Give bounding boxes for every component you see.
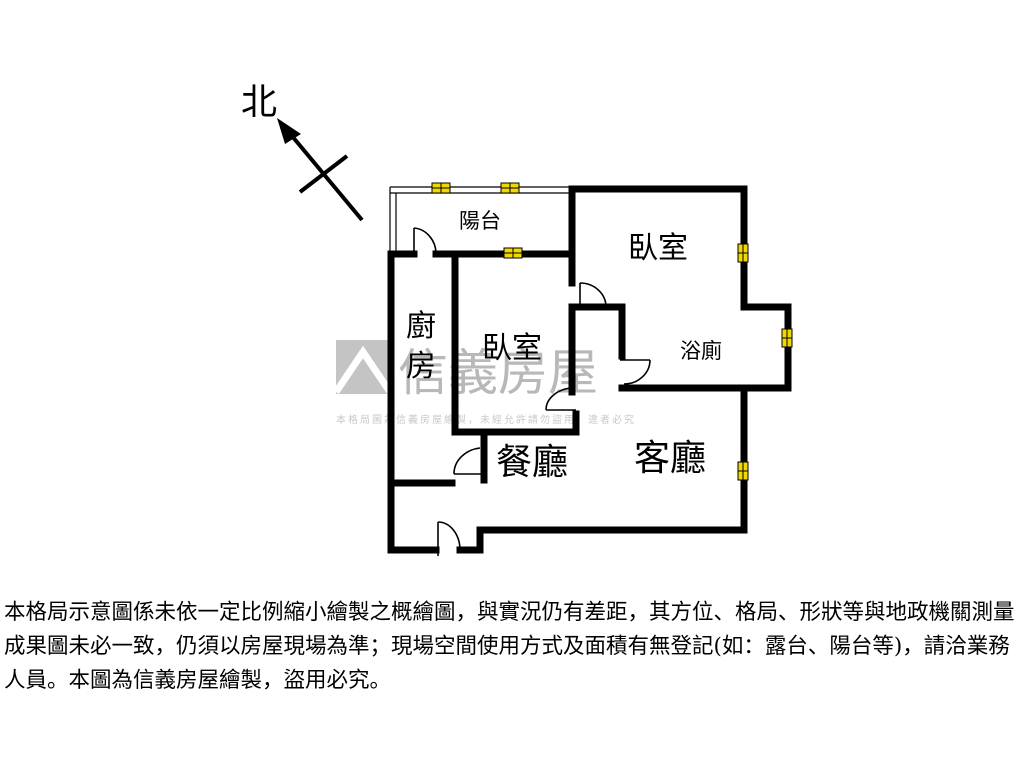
window-living <box>737 461 749 481</box>
watermark-brand: 信義房屋 <box>398 344 598 402</box>
door-bedroom-2 <box>545 387 576 411</box>
compass-crossbar <box>298 154 349 194</box>
north-label: 北 <box>241 82 277 123</box>
room-label-bathroom: 浴廁 <box>680 339 722 363</box>
floor-plan: 信義房屋 本格局圖為信義房屋繪製，未經允許請勿盜用，違者必究 北 <box>241 82 793 556</box>
watermark: 信義房屋 本格局圖為信義房屋繪製，未經允許請勿盜用，違者必究 <box>333 340 636 426</box>
windows <box>431 182 793 481</box>
door-entrance <box>437 521 461 556</box>
door-kitchen <box>453 447 484 475</box>
door-bathroom <box>620 359 651 385</box>
window-bathroom <box>781 328 793 348</box>
room-label-living: 客廳 <box>634 438 706 479</box>
door-bedroom-1 <box>579 282 607 308</box>
room-label-dining: 餐廳 <box>496 442 568 483</box>
window-bedroom-2-top <box>503 247 523 259</box>
doors <box>413 227 651 556</box>
room-label-balcony: 陽台 <box>459 209 501 233</box>
window-balcony-2 <box>500 182 520 194</box>
room-label-kitchen-1: 廚 <box>406 309 436 344</box>
north-compass: 北 <box>241 82 364 222</box>
north-arrow-icon <box>277 118 301 144</box>
window-balcony-1 <box>431 182 451 194</box>
door-balcony <box>413 227 437 255</box>
room-label-bedroom-2: 臥室 <box>482 331 542 366</box>
balcony-railing <box>389 186 572 252</box>
window-bedroom-1 <box>737 243 749 263</box>
watermark-notice: 本格局圖為信義房屋繪製，未經允許請勿盜用，違者必究 <box>336 413 636 426</box>
watermark-logo-icon <box>333 340 393 394</box>
room-label-kitchen-2: 房 <box>406 349 436 384</box>
room-label-bedroom-1: 臥室 <box>628 231 688 266</box>
disclaimer-text: 本格局示意圖係未依一定比例縮小繪製之概繪圖，與實況仍有差距，其方位、格局、形狀等… <box>4 600 1015 693</box>
